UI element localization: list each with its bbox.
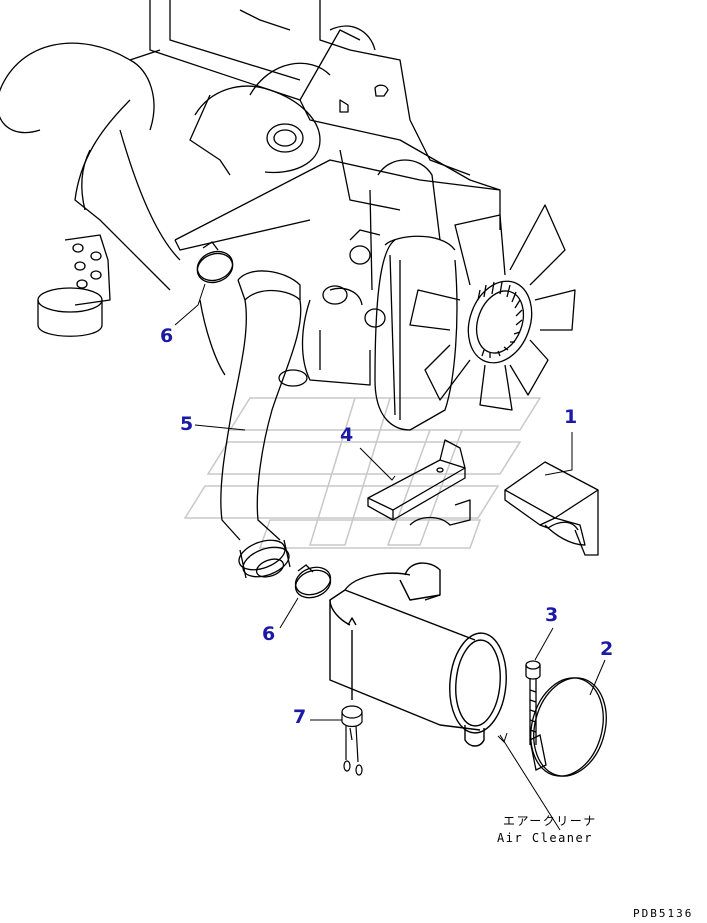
callout-5: 5 xyxy=(180,413,194,435)
callout-7: 7 xyxy=(293,706,307,728)
hose-clamps xyxy=(196,241,332,599)
callout-1: 1 xyxy=(564,406,578,428)
callout-6-lower: 6 xyxy=(262,623,276,645)
callout-2: 2 xyxy=(600,638,614,660)
drawing-code: PDB5136 xyxy=(633,907,694,920)
intake-hose xyxy=(220,270,302,579)
leader-lines xyxy=(174,283,606,831)
callout-4: 4 xyxy=(340,424,354,446)
air-cleaner-label-en: Air Cleaner xyxy=(497,831,593,845)
callout-6-upper: 6 xyxy=(160,325,174,347)
mounting-band xyxy=(529,677,607,777)
watermark-logo xyxy=(183,397,542,549)
fan-assembly xyxy=(369,159,576,431)
air-cleaner-label-jp: エアークリーナ xyxy=(503,814,597,828)
cover-plate xyxy=(504,461,599,556)
bolt xyxy=(525,660,541,745)
callout-3: 3 xyxy=(545,604,559,626)
mounting-bracket xyxy=(367,439,471,526)
dust-indicator xyxy=(341,705,363,776)
engine-block xyxy=(0,0,501,387)
air-cleaner-body xyxy=(329,562,507,747)
